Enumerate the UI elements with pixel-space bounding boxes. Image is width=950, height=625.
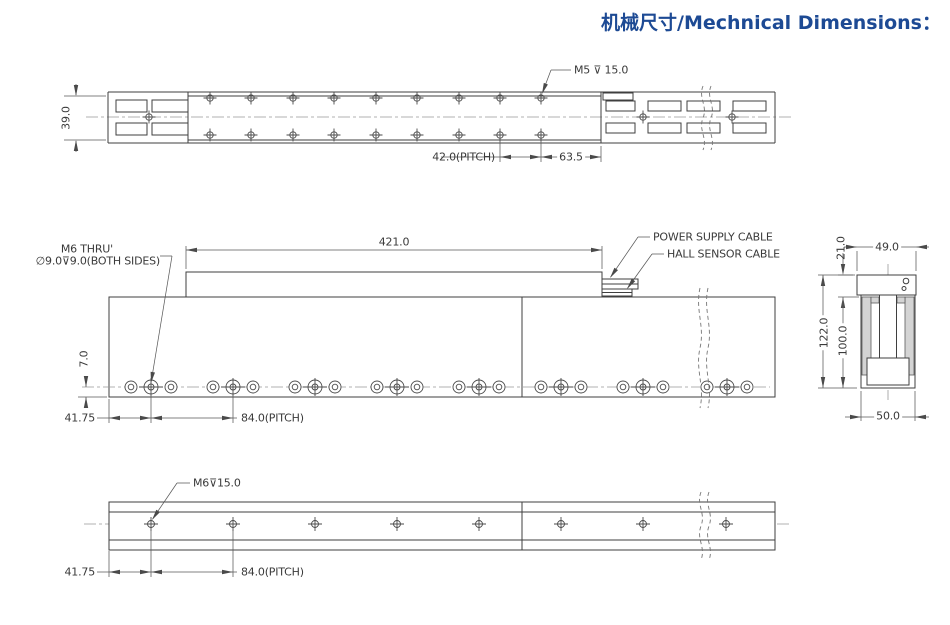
break-line-bottom-view [699,491,711,561]
callout-label-m6-line1: M6 THRU' [60,242,113,256]
bottom-body [108,501,776,551]
dim-label-41-75: 41.75 [64,411,96,425]
base-body [108,296,776,398]
carriage [185,271,603,298]
carriage-plate-section [856,274,917,296]
dim-label-bottom-84-pitch: 84.0(PITCH) [241,565,304,579]
cable-bundles [601,278,639,297]
dim-bottom-4175-84 [97,530,237,577]
callout-m6-thru-leader [150,255,173,383]
dim-42-63 [441,141,602,162]
page-title: 机械尺寸/Mechnical Dimensions： [601,12,941,34]
dim-7 [78,376,107,408]
channel-base [866,357,910,386]
dim-49 [844,244,929,271]
callout-label-m5: M5 ⊽ 15.0 [574,63,629,77]
dim-label-39: 39.0 [59,106,73,130]
dim-label-63-5: 63.5 [557,150,585,164]
dim-label-122: 122.0 [817,315,831,351]
dim-label-7: 7.0 [77,350,91,368]
bottom-view [84,482,792,577]
top-view [64,69,792,162]
magnet-track-left-slots [115,99,189,136]
label-hall-cable: HALL SENSOR CABLE [667,247,780,261]
dim-label-42-pitch: 42.0(PITCH) [432,150,495,164]
side-view [78,236,776,423]
cable-leaders [610,236,664,289]
cable-exit-hole [902,277,910,285]
dim-label-49: 49.0 [873,240,901,254]
carriage-tapped-holes [203,91,548,142]
dim-50 [845,391,929,421]
magnet-track-right-slots [602,92,767,134]
callout-m5-leader [542,69,571,94]
dim-21 [838,253,859,308]
callout-label-m6-line2: ∅9.0⊽9.0(BOTH SIDES) [35,254,161,268]
dim-label-21: 21.0 [834,236,848,260]
dim-label-50: 50.0 [874,409,902,423]
dim-4175-84 [97,392,237,423]
dim-label-100: 100.0 [836,323,850,359]
cable-exit-hole-small [901,286,907,291]
dim-label-bottom-41-75: 41.75 [64,565,96,579]
break-line-top-view [701,85,713,151]
dim-label-84-pitch: 84.0(PITCH) [241,411,304,425]
callout-label-m6-bottom: M6⊽15.0 [193,476,241,490]
label-power-cable: POWER SUPPLY CABLE [653,230,773,244]
dim-39 [64,84,106,152]
dim-421 [185,246,603,269]
callout-m6-leader [152,482,190,520]
coil-blade [879,295,897,358]
dim-label-421: 421.0 [378,235,410,249]
end-view [818,244,929,421]
